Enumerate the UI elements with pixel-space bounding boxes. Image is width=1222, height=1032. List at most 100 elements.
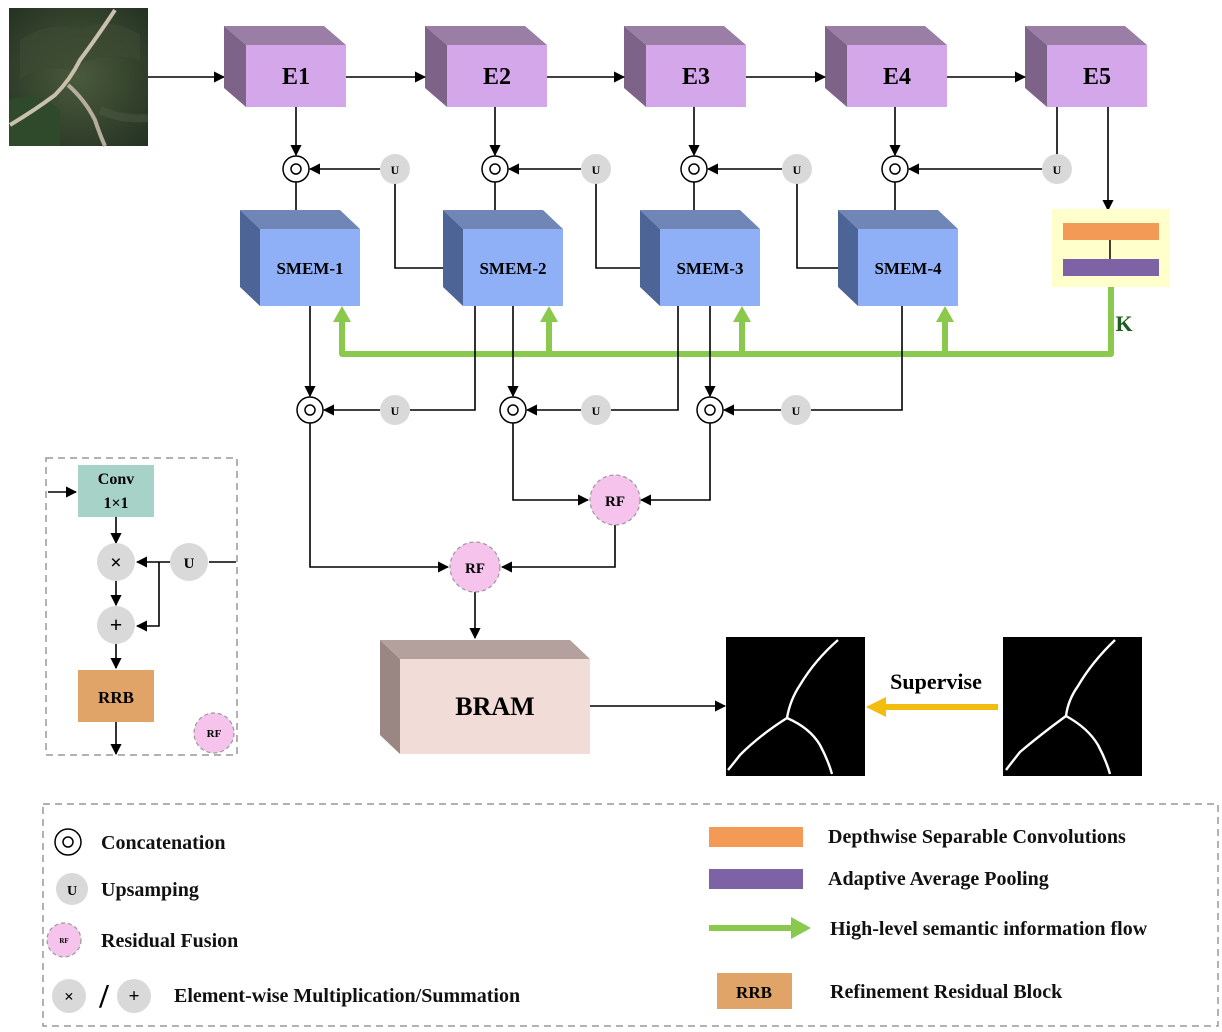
plus-icon: + [117, 979, 151, 1013]
concat-nodes-row1 [282, 155, 909, 183]
encoder-label: E5 [1083, 64, 1111, 90]
smem-side-face [443, 210, 463, 306]
upsample-icon: U [56, 873, 88, 905]
smem-top-face [640, 210, 760, 229]
bram-side-face [380, 640, 400, 754]
legend-aap: Adaptive Average Pooling [709, 868, 1049, 890]
svg-text:U: U [1053, 163, 1062, 177]
concat-icon [481, 155, 509, 183]
input-satellite-image [8, 8, 149, 147]
rf-label: RF [465, 561, 485, 577]
upsample-icon: U [170, 543, 208, 581]
svg-text:U: U [793, 163, 802, 177]
svg-text:+: + [110, 612, 123, 637]
encoder-side-face [224, 26, 246, 107]
upsample-icon: U [1042, 154, 1072, 184]
encoder-side-face [1025, 26, 1047, 107]
encoder-e5: E5 [1025, 26, 1147, 107]
smem-2: SMEM-2 [443, 210, 563, 306]
legend-upsampling: U Upsamping [56, 873, 199, 905]
smem-front-face [858, 229, 958, 306]
encoder-label: E4 [883, 64, 911, 90]
encoder-front-face [847, 45, 947, 107]
encoder-side-face [425, 26, 447, 107]
legend-rrb-text: Refinement Residual Block [830, 981, 1063, 1003]
bram-front-face [400, 659, 590, 754]
concat-icon [499, 396, 527, 424]
svg-text:×: × [64, 987, 74, 1006]
svg-text:U: U [184, 556, 195, 572]
prediction-mask [726, 637, 865, 776]
encoder-label: E2 [483, 64, 511, 90]
semantic-flow [333, 287, 1114, 357]
concat-icon [282, 155, 310, 183]
bram-label: BRAM [455, 692, 534, 721]
smem-front-face [660, 229, 760, 306]
encoder-side-face [825, 26, 847, 107]
plus-icon: + [97, 606, 135, 644]
upsample-icon: U [581, 395, 611, 425]
concat-nodes-row2 [296, 396, 724, 424]
smem-top-face [240, 210, 360, 229]
smem-label: SMEM-2 [479, 259, 546, 278]
supervise-label: Supervise [890, 669, 982, 694]
k-module [1052, 209, 1169, 287]
svg-text:U: U [391, 404, 400, 418]
legend-elementwise: × / + Element-wise Multiplication/Summat… [52, 978, 520, 1015]
encoder-front-face [1047, 45, 1147, 107]
svg-text:RF: RF [59, 937, 68, 945]
bram-block: BRAM [380, 640, 590, 754]
encoder-to-concat-arrows [290, 107, 901, 157]
concat-icon [680, 155, 708, 183]
concat-icon [881, 155, 909, 183]
multiply-icon: × [52, 979, 86, 1013]
encoder-label: E3 [682, 64, 710, 90]
legend-residual-fusion-text: Residual Fusion [101, 930, 238, 952]
multiply-icon: × [97, 543, 135, 581]
encoder-top-face [624, 26, 746, 45]
legend-concatenation: Concatenation [54, 828, 225, 856]
encoder-side-face [624, 26, 646, 107]
smem-4: SMEM-4 [838, 210, 958, 306]
rf-node-1: RF [589, 474, 641, 526]
rf-badge: RF [46, 922, 82, 958]
k-label: K [1115, 311, 1132, 336]
svg-text:U: U [67, 884, 77, 899]
rf-badge: RF [193, 712, 235, 754]
row2-wiring [304, 306, 903, 416]
encoder-e4: E4 [825, 26, 947, 107]
smem-side-face [640, 210, 660, 306]
legend-border [42, 803, 1219, 1027]
smem-front-face [463, 229, 563, 306]
supervise-arrow [866, 697, 998, 717]
encoder-top-face [1025, 26, 1147, 45]
concat-icon [54, 828, 82, 856]
conv-label-line2: 1×1 [103, 495, 128, 512]
upsample-icon: U [380, 154, 410, 184]
legend-elementwise-text: Element-wise Multiplication/Summation [174, 985, 520, 1007]
rf-label: RF [605, 494, 625, 510]
legend-separator: / [98, 978, 109, 1015]
svg-text:+: + [129, 986, 140, 1007]
ground-truth-mask [1003, 637, 1142, 776]
encoder-e2: E2 [425, 26, 547, 107]
legend-rrb: RRB Refinement Residual Block [717, 973, 1063, 1009]
legend-upsampling-text: Upsamping [101, 879, 199, 901]
upsample-icon: U [781, 395, 811, 425]
encoder-top-face [224, 26, 346, 45]
encoder-label: E1 [282, 64, 310, 90]
legend-aap-text: Adaptive Average Pooling [828, 868, 1049, 890]
smem-front-face [260, 229, 360, 306]
aap-bar [1063, 259, 1159, 276]
rrb-swatch-label: RRB [736, 983, 772, 1002]
smem-3: SMEM-3 [640, 210, 760, 306]
conv-label-line1: Conv [98, 471, 134, 488]
dsc-swatch [709, 827, 803, 847]
upsample-nodes-row1: U U U U [380, 154, 1072, 184]
upsample-icon: U [581, 154, 611, 184]
smem-side-face [838, 210, 858, 306]
legend: Concatenation U Upsamping RF Residual Fu… [42, 803, 1219, 1027]
svg-text:U: U [391, 163, 400, 177]
rrb-label: RRB [98, 688, 134, 707]
